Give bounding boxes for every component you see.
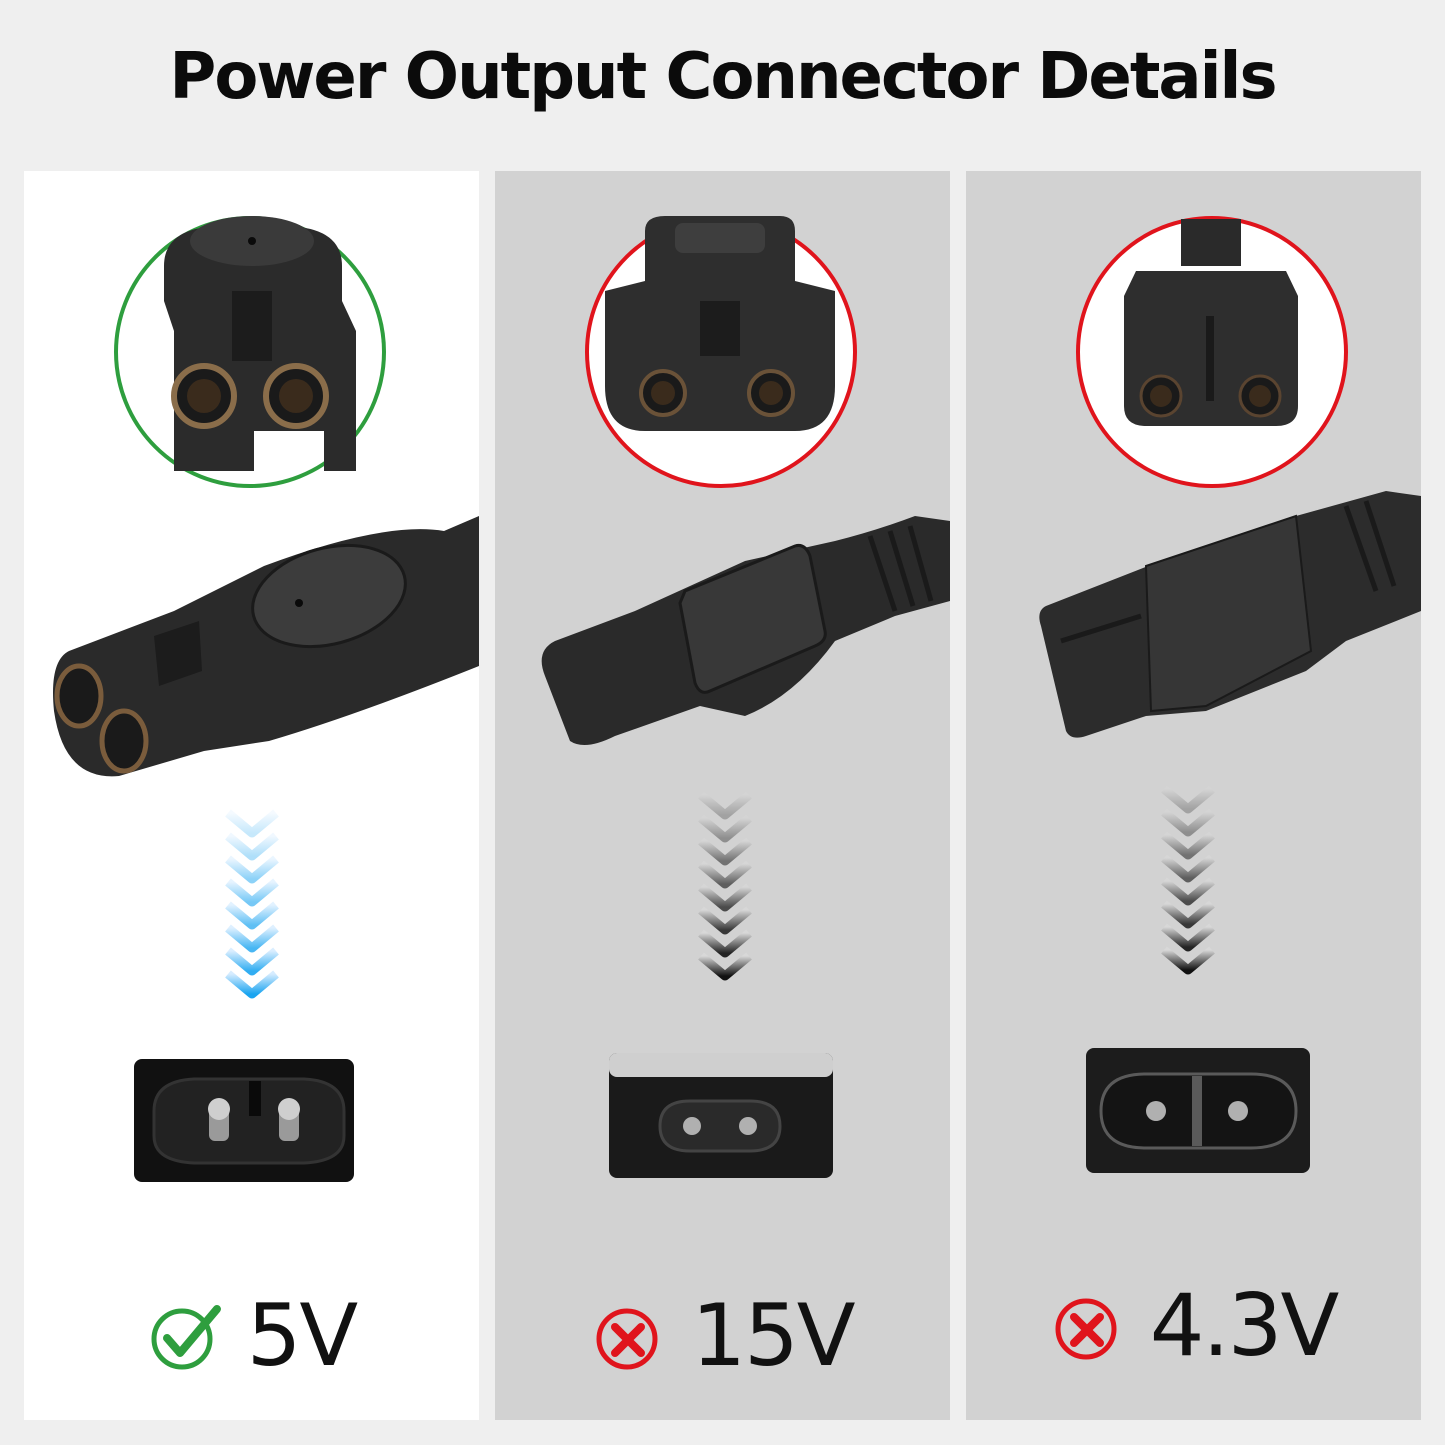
voltage-label-row: 15V: [495, 1281, 950, 1391]
plug-image: [541, 516, 950, 745]
voltage-label-row: 4.3V: [966, 1271, 1421, 1381]
check-icon: [151, 1305, 221, 1370]
device-socket-image: [609, 1053, 833, 1178]
down-arrows: [225, 809, 279, 999]
cross-icon: [1055, 1298, 1117, 1360]
down-arrows: [698, 791, 752, 981]
voltage-value: 4.3V: [1149, 1276, 1340, 1376]
connector-closeup: [1076, 216, 1348, 488]
plug-image: [1039, 491, 1421, 738]
connector-closeup: [114, 216, 386, 488]
connector-panel-5v: 5V: [24, 171, 479, 1420]
voltage-label-row: 5V: [24, 1281, 479, 1391]
connector-closeup: [585, 216, 857, 488]
device-socket-image: [1086, 1048, 1310, 1173]
voltage-value: 5V: [246, 1286, 359, 1386]
down-arrows: [1161, 785, 1215, 975]
device-socket-image: [134, 1059, 354, 1182]
connector-panel-4-3v: 4.3V: [966, 171, 1421, 1420]
plug-image: [53, 516, 479, 777]
cross-icon: [596, 1308, 658, 1370]
page-title: Power Output Connector Details: [169, 40, 1277, 114]
voltage-value: 15V: [691, 1286, 855, 1386]
connector-panel-15v: 15V: [495, 171, 950, 1420]
